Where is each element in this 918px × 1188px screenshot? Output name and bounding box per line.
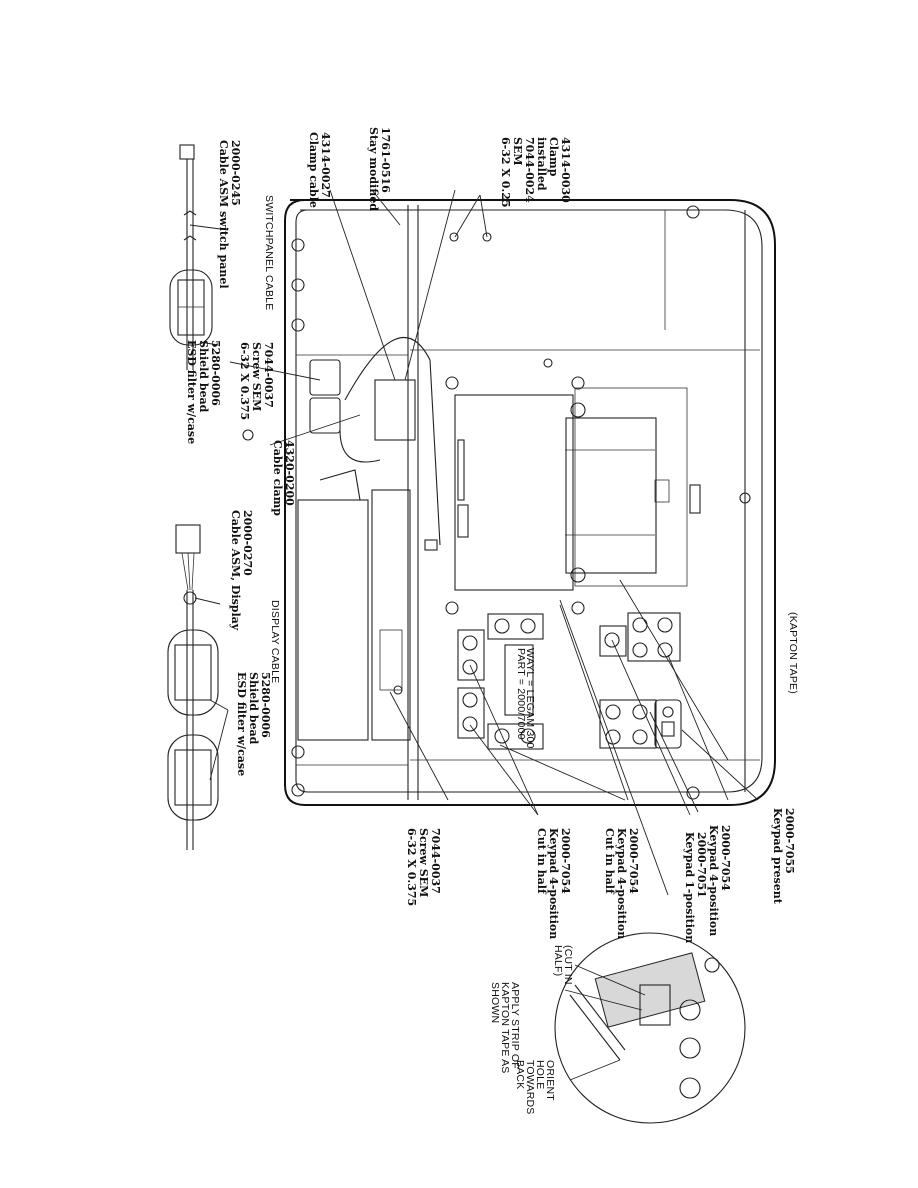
keypad-4pos-cut2-line1: Keypad 4-position [547, 828, 560, 939]
ferrite-bottom-pn: 5280-0006 [259, 672, 272, 738]
clamp-installed-line1: Clamp [547, 137, 560, 177]
keypad-present [654, 699, 682, 749]
label-cable-clamp: 4320-0200 Cable clamp [271, 440, 296, 516]
ferrite-bottom-line2: ESD filter w/case [235, 672, 248, 776]
clamp-installed-pn: 4314-0030 [559, 137, 572, 203]
keypad-4pos-cut1-pn: 2000-7054 [627, 828, 640, 894]
cable-2000-0245-desc: Cable ASM switch panel [217, 140, 230, 289]
part-tag: PART = 2000/7000 WAYL = LEGAM 300 [504, 644, 536, 749]
switchpanel-cable-caption: SWITCHPANEL CABLE [263, 195, 275, 310]
keypad-1position [599, 625, 627, 657]
label-keypad-present: 2000-7055 Keypad present [771, 808, 796, 905]
screw-top-line2: 6-32 X 0.375 [238, 342, 251, 420]
connector-panel [297, 489, 411, 741]
keypad-4pos-cut2-pn: 2000-7054 [559, 828, 572, 894]
screw-top-pn: 7044-0037 [262, 342, 275, 408]
screw-bottom-pn: 7044-0037 [429, 828, 442, 894]
label-cable-2000-0270: 2000-0270 Cable ASM, Display [229, 510, 254, 631]
keypad-4position-right [599, 699, 657, 749]
label-stay: 1761-0516 Stay modified [367, 127, 392, 211]
detail-view [554, 932, 746, 1124]
label-keypad-4pos-cut2: 2000-7054 Keypad 4-position Cut in half [535, 828, 572, 939]
keypad-1pos-pn: 2000-7051 [695, 832, 708, 898]
detail-orient-line2: HOLE [534, 1060, 546, 1089]
ferrite-top-line2: ESD filter w/case [185, 340, 198, 444]
cable-clamp-pn: 4320-0200 [283, 440, 296, 506]
detail-cut-line1: (CUT IN [562, 945, 574, 985]
display-cable-drawing [167, 429, 254, 850]
clamp-cable-pn: 4314-0027 [319, 132, 332, 198]
cable-2000-0270-desc: Cable ASM, Display [229, 510, 242, 631]
keypad-4pos-pn: 2000-7054 [719, 825, 732, 891]
screw-bottom-line1: Screw SEM [417, 828, 430, 897]
label-keypad-4pos-cut1: 2000-7054 Keypad 4-position Cut in half [603, 828, 640, 939]
label-screw-top: 7044-0037 Screw SEM 6-32 X 0.375 [238, 342, 275, 420]
label-ferrite-top: 5280-0006 Shield bead ESD filter w/case [185, 340, 222, 444]
label-cable-2000-0245: 2000-0245 Cable ASM switch panel [217, 140, 242, 289]
switchpanel-cable-drawing [169, 144, 213, 370]
detail-apply-line1: APPLY STRIP OF [509, 982, 521, 1069]
label-detail-apply: APPLY STRIP OF KAPTON TAPE AS SHOWN [489, 982, 521, 1074]
leader-lines [189, 189, 759, 1081]
part-tag-line2: WAYL = LEGAM 300 [524, 648, 536, 749]
label-ferrite-bottom: 5280-0006 Shield bead ESD filter w/case [235, 672, 272, 776]
detail-apply-line2: KAPTON TAPE AS [499, 982, 511, 1074]
internal-cable-assembly [309, 336, 441, 551]
keypad-present-desc: Keypad present [771, 808, 784, 905]
detail-apply-line3: SHOWN [489, 982, 501, 1023]
screw-top-line1: Screw SEM [250, 342, 263, 411]
keypad-present-pn: 2000-7055 [783, 808, 796, 874]
stay-desc: Stay modified [367, 127, 380, 211]
keypad-4pos-cut1-line2: Cut in half [603, 828, 616, 895]
clamp-installed-pn2: 7044-0024 [523, 137, 536, 203]
label-keypad-4pos: 2000-7054 Keypad 4-position [707, 825, 732, 936]
clamp-cable-desc: Clamp cable [307, 132, 320, 208]
keypad-cut-half-a [487, 613, 544, 750]
part-tag-line1: PART = 2000/7000 [515, 648, 527, 740]
keypad-1pos-desc: Keypad 1-position [683, 832, 696, 943]
label-display-cable: DISPLAY CABLE [269, 600, 281, 683]
label-detail-cut: (CUT IN HALF) [552, 945, 574, 985]
keypad-4pos-desc: Keypad 4-position [707, 825, 720, 936]
keypad-cut-half-b [457, 629, 485, 739]
label-switchpanel-cable: SWITCHPANEL CABLE [263, 195, 275, 310]
screw-bottom-line2: 6-32 X 0.375 [405, 828, 418, 906]
label-detail-orient: ORIENT HOLE TOWARDS BACK [514, 1060, 556, 1115]
detail-orient-line4: BACK [514, 1060, 526, 1089]
display-board [454, 387, 701, 591]
detail-orient-line1: ORIENT [544, 1060, 556, 1101]
cable-clamp-desc: Cable clamp [271, 440, 284, 516]
clamp-installed-line4: 6-32 X 0.25 [499, 137, 512, 208]
display-cable-caption: DISPLAY CABLE [269, 600, 281, 683]
label-screw-bottom: 7044-0037 Screw SEM 6-32 X 0.375 [405, 828, 442, 906]
detail-orient-line3: TOWARDS [524, 1060, 536, 1115]
ferrite-bottom-line1: Shield bead [247, 672, 260, 745]
label-keypad-1pos: 2000-7051 Keypad 1-position [683, 832, 708, 943]
label-clamp-cable: 4314-0027 Clamp cable [307, 132, 332, 208]
keypad-4pos-cut1-line1: Keypad 4-position [615, 828, 628, 939]
label-clamp-installed: 4314-0030 Clamp installed 7044-0024 SEM … [499, 137, 572, 208]
clamp-installed-line3: SEM [511, 137, 524, 166]
kapton-tape-caption: (KAPTON TAPE) [787, 612, 799, 694]
ferrite-top-pn: 5280-0006 [209, 340, 222, 406]
detail-cut-line2: HALF) [552, 945, 564, 976]
cable-2000-0245-pn: 2000-0245 [229, 140, 242, 206]
stay-pn: 1761-0516 [379, 127, 392, 193]
cable-2000-0270-pn: 2000-0270 [241, 510, 254, 576]
ferrite-top-line1: Shield bead [197, 340, 210, 413]
mounting-post-icons [291, 205, 751, 800]
enclosure-outline [284, 199, 776, 806]
keypad-4pos-cut2-line2: Cut in half [535, 828, 548, 895]
clamp-installed-line2: installed [535, 137, 548, 191]
label-kapton-tape: (KAPTON TAPE) [787, 612, 799, 694]
